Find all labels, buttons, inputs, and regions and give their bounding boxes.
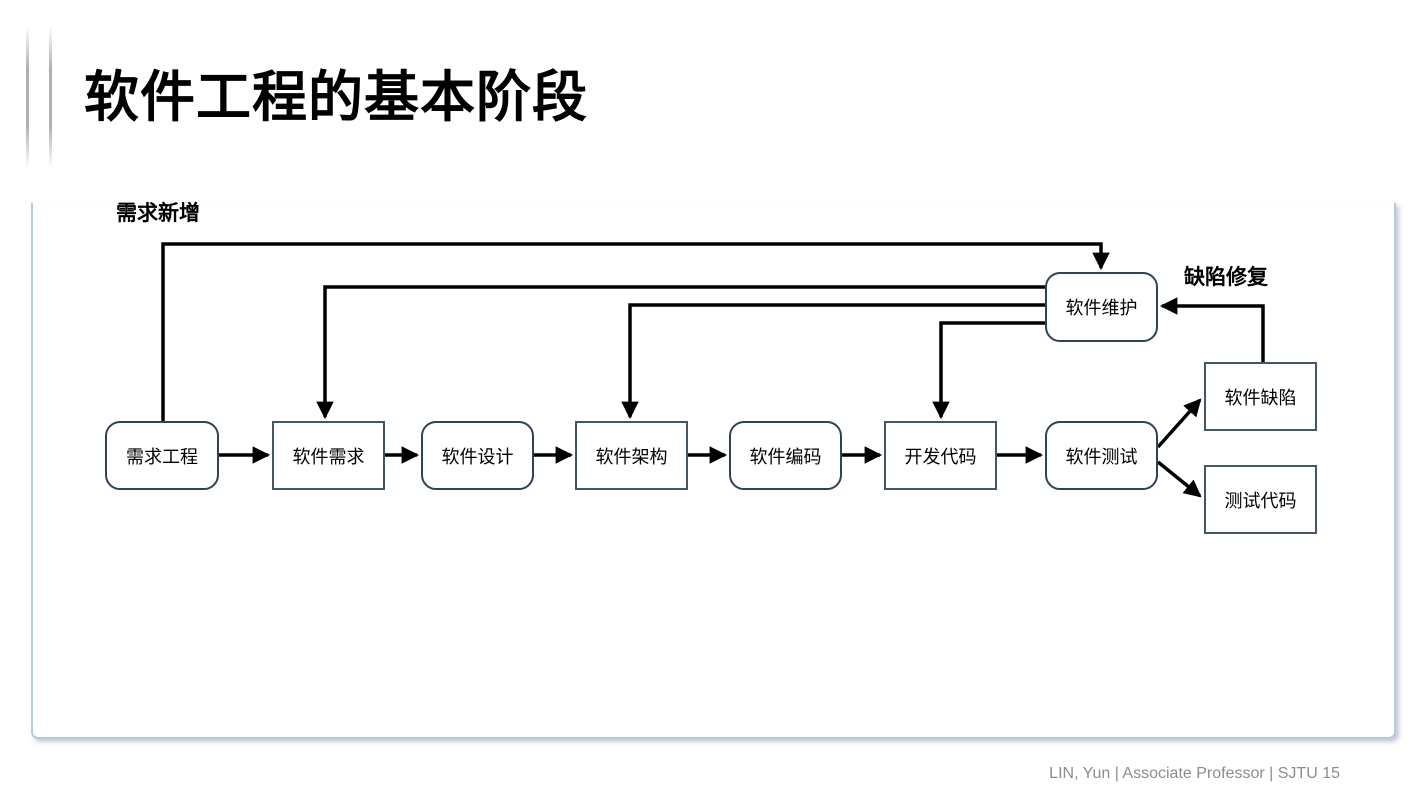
annotation-defect-fix: 缺陷修复	[1184, 266, 1268, 289]
slide-footer: LIN, Yun | Associate Professor | SJTU 15	[1049, 765, 1340, 783]
footer-text: LIN, Yun | Associate Professor | SJTU	[1049, 765, 1318, 782]
page-number: 15	[1322, 765, 1340, 782]
node-requirements-engineering: 需求工程	[105, 421, 219, 490]
node-software-requirements: 软件需求	[272, 421, 385, 490]
node-software-design: 软件设计	[421, 421, 534, 490]
node-software-defects: 软件缺陷	[1204, 362, 1317, 431]
node-software-maintenance: 软件维护	[1045, 272, 1158, 342]
page-title: 软件工程的基本阶段	[84, 66, 589, 128]
annotation-new-requirements: 需求新增	[116, 202, 200, 225]
node-test-code: 测试代码	[1204, 465, 1317, 534]
decorative-bar	[26, 26, 29, 168]
decorative-bar	[49, 26, 52, 168]
node-software-coding: 软件编码	[729, 421, 842, 490]
node-software-testing: 软件测试	[1045, 421, 1158, 490]
node-software-architecture: 软件架构	[575, 421, 688, 490]
node-development-code: 开发代码	[884, 421, 997, 490]
